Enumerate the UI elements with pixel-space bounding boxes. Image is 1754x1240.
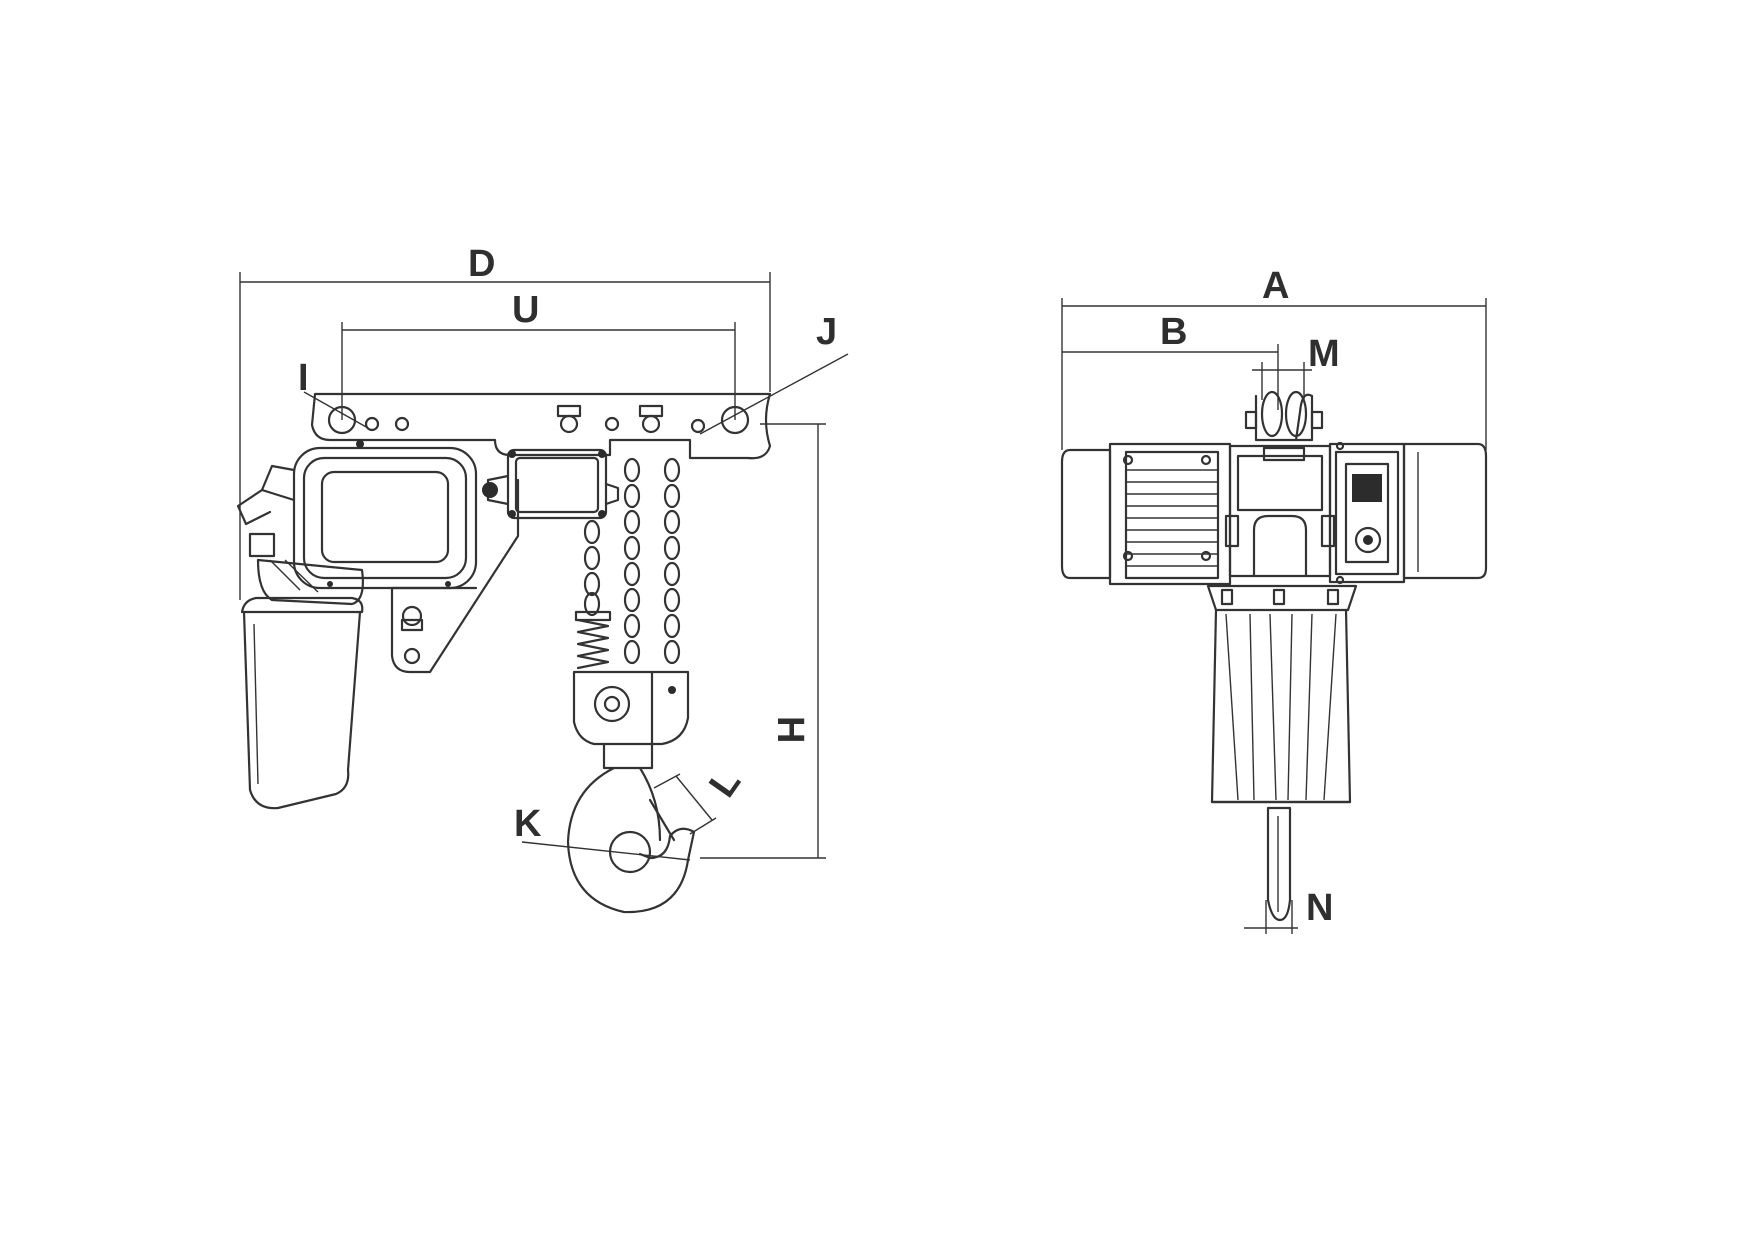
dimension-b: B: [1062, 311, 1279, 410]
callout-k: K: [514, 803, 691, 861]
label-m: M: [1308, 333, 1340, 375]
dimension-u: U: [341, 289, 736, 420]
front-hook: [1266, 806, 1292, 922]
label-l: L: [701, 762, 749, 805]
callout-j: J: [699, 311, 849, 435]
side-bracket: [390, 478, 520, 674]
dimension-n: N: [1244, 887, 1333, 934]
chain-container: [240, 558, 364, 810]
front-control-box: [1328, 441, 1406, 585]
label-k: K: [514, 803, 542, 845]
trolley-wheels: [1244, 390, 1324, 462]
front-gear-housing: [1224, 444, 1336, 578]
label-a: A: [1262, 265, 1289, 307]
callout-i: I: [298, 357, 369, 429]
callout-l: L: [653, 762, 749, 835]
label-d: D: [468, 243, 495, 285]
motor-housing: [236, 440, 478, 590]
label-i: I: [298, 357, 309, 399]
dimension-a: A: [1061, 265, 1487, 450]
load-chains: [574, 457, 681, 670]
side-view: D U I: [236, 243, 849, 914]
front-view: A B M: [1060, 265, 1488, 934]
dimension-m: M: [1252, 333, 1340, 400]
front-chain-bag: [1206, 584, 1358, 804]
label-j: J: [816, 311, 837, 353]
dimension-h: H: [700, 423, 826, 859]
label-n: N: [1306, 887, 1333, 929]
front-end-cap: [1402, 442, 1488, 580]
label-u: U: [512, 289, 539, 331]
hook: [566, 766, 696, 914]
dimension-d: D: [239, 243, 771, 600]
front-motor: [1060, 442, 1232, 586]
hook-block: [572, 670, 690, 770]
gear-box: [482, 448, 620, 520]
label-b: B: [1160, 311, 1187, 353]
trolley-plate: [310, 392, 772, 460]
label-h: H: [769, 716, 811, 743]
